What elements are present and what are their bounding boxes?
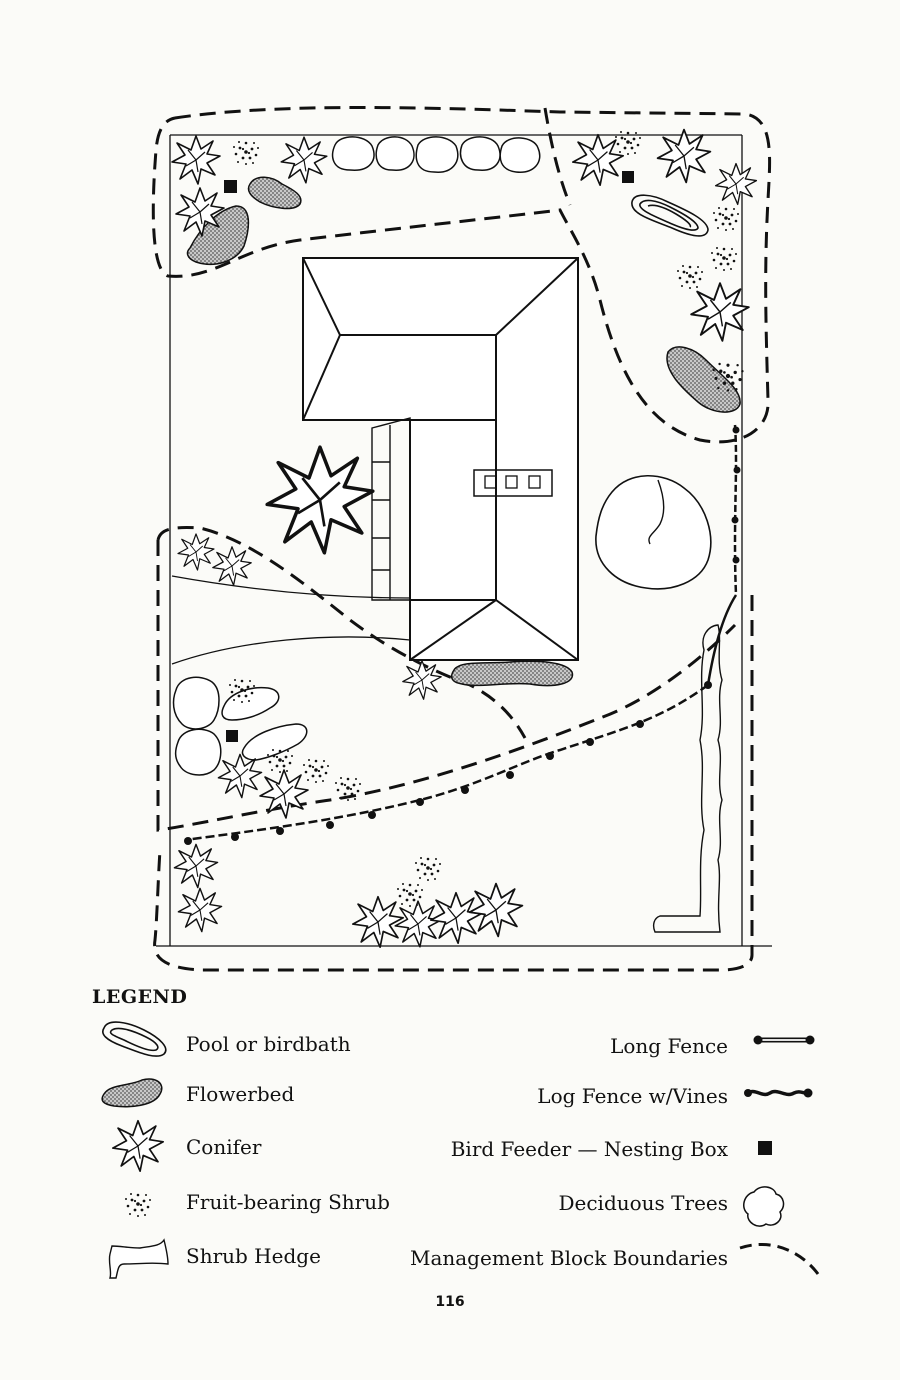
fruit-shrub-icon <box>125 1193 151 1217</box>
legend-label-flowerbed: Flowerbed <box>186 1082 295 1106</box>
porch-steps <box>371 417 411 601</box>
boundary-line-icon <box>739 1243 820 1275</box>
page-number: 116 <box>435 1294 465 1310</box>
bird-feeder-icon <box>758 1141 772 1155</box>
shrub-hedge <box>652 624 723 933</box>
long-fence-icon <box>753 1035 815 1045</box>
legend-label-log-fence-vines: Log Fence w/Vines <box>537 1084 728 1108</box>
legend-label-deciduous-trees: Deciduous Trees <box>558 1191 728 1215</box>
legend-title: LEGEND <box>92 986 188 1008</box>
legend-label-shrub-hedge: Shrub Hedge <box>186 1244 321 1268</box>
legend-label-long-fence: Long Fence <box>610 1034 728 1058</box>
flowerbed-icon <box>101 1078 163 1108</box>
management-block-boundaries <box>151 106 772 972</box>
log-fence-vines-icon <box>744 1088 813 1098</box>
house <box>302 257 579 661</box>
legend-label-bird-feeder: Bird Feeder — Nesting Box <box>450 1137 728 1161</box>
log-fence-posts <box>184 426 741 845</box>
conifer-icon <box>111 1119 165 1173</box>
pool-birdbath-icon <box>102 1021 167 1057</box>
legend-label-conifer: Conifer <box>186 1135 262 1159</box>
deciduous-tree-large <box>595 474 712 590</box>
legend-label-pool-birdbath: Pool or birdbath <box>186 1032 351 1056</box>
flowerbeds <box>186 176 741 687</box>
driveway <box>171 575 411 665</box>
hedge-outlines <box>172 676 308 776</box>
legend-label-boundaries: Management Block Boundaries <box>409 1246 728 1270</box>
legend-symbols <box>101 1021 820 1279</box>
deciduous-tree-icon <box>742 1186 785 1227</box>
legend-label-fruit-shrub: Fruit-bearing Shrub <box>186 1190 390 1214</box>
bird-feeders <box>224 171 634 742</box>
top-hedge-clumps <box>331 136 541 173</box>
property-line <box>156 134 772 947</box>
pool-birdbath <box>631 194 709 237</box>
log-fence-with-vines <box>184 424 738 842</box>
shrub-hedge-icon <box>108 1238 169 1279</box>
